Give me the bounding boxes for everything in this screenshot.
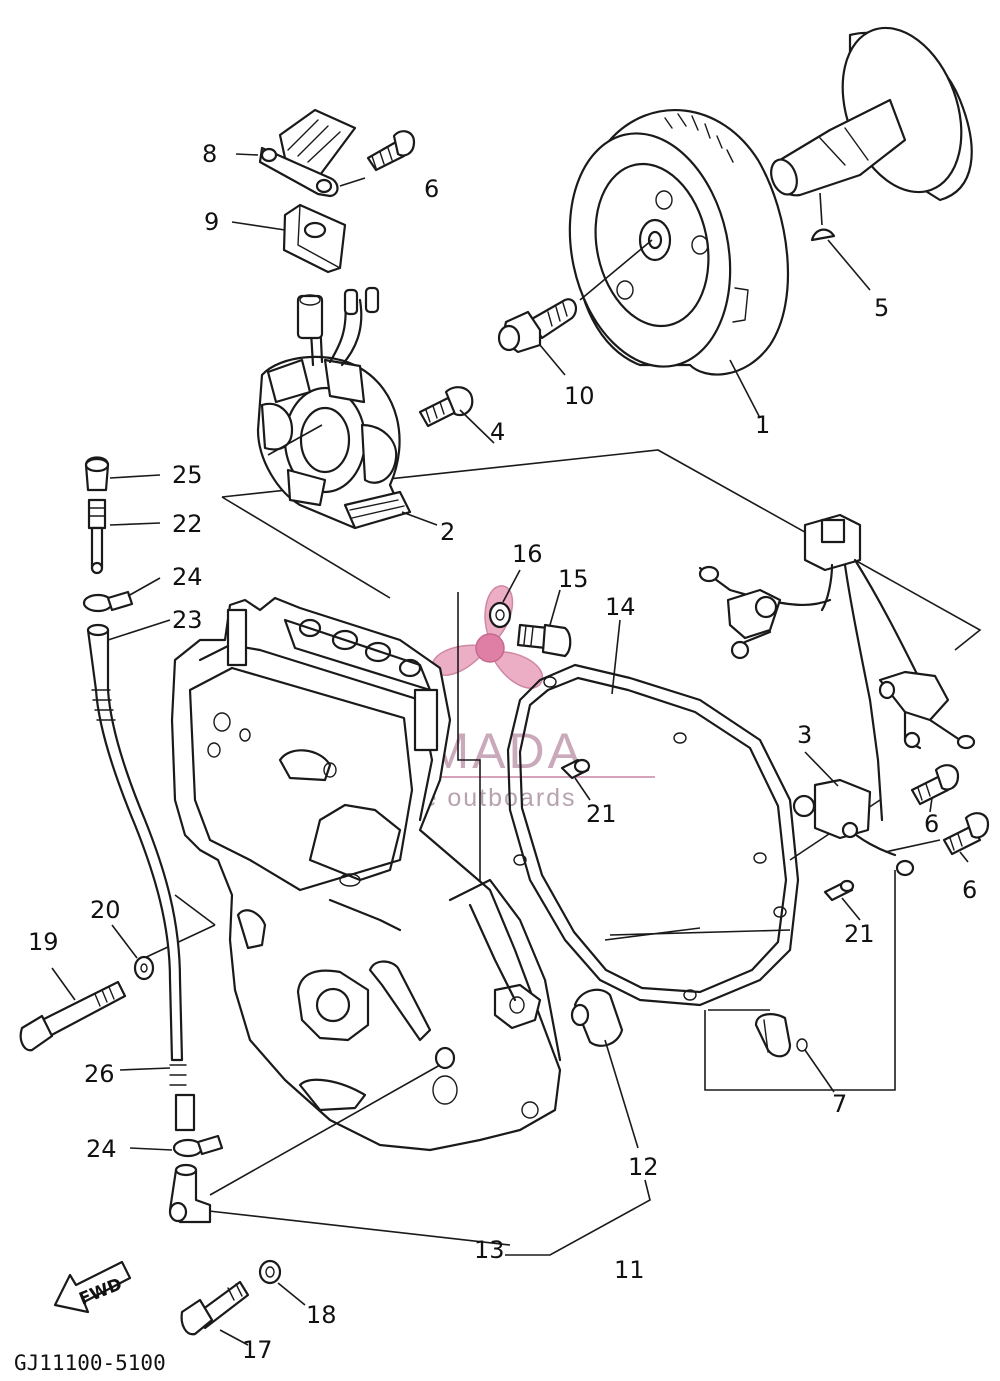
pulser-bolts [884,764,990,863]
label-part-23: 23 [172,606,203,634]
label-part-14: 14 [605,593,636,621]
crankcase-cover-housing [170,596,562,1152]
label-part-21-right: 21 [844,920,875,948]
wire-clip [754,1013,835,1093]
stator-coil-assembly [256,286,438,530]
label-part-4: 4 [490,418,505,446]
pulser-coil-wiring [698,513,976,877]
label-part-9: 9 [204,208,219,236]
label-part-17: 17 [242,1336,273,1364]
label-part-6-top: 6 [424,175,439,203]
flywheel-bolt [497,298,578,376]
washer-20 [111,924,155,981]
label-part-15: 15 [558,565,589,593]
label-part-10: 10 [564,382,595,410]
label-part-7: 7 [832,1090,847,1118]
bolt-17 [180,1280,250,1346]
bushing [570,988,639,1149]
crankshaft-taper [770,26,973,291]
label-part-26: 26 [84,1060,115,1088]
cable-clamp-assembly [235,108,416,198]
cover-bolt-15 [516,589,572,658]
label-part-13: 13 [474,1236,505,1264]
forward-direction-arrow-icon: FWD [53,1260,132,1314]
label-part-20: 20 [90,896,121,924]
washer-16 [488,569,521,629]
bolt-19 [19,967,127,1052]
label-part-1: 1 [755,411,770,439]
label-part-22: 22 [172,510,203,538]
label-part-16: 16 [512,540,543,568]
label-part-12: 12 [628,1153,659,1181]
label-part-11: 11 [614,1256,645,1284]
rubber-boot [231,203,347,274]
cover-gasket [506,619,800,1007]
label-part-3: 3 [797,721,812,749]
dowel-pins [560,758,861,921]
label-part-19: 19 [28,928,59,956]
part-number-labels: 1 2 3 4 5 6 6 6 7 8 9 10 11 12 13 14 15 … [28,140,977,1364]
label-part-6-lower: 6 [962,876,977,904]
flywheel-rotor [568,109,790,419]
label-part-25: 25 [172,461,203,489]
label-part-18: 18 [306,1301,337,1329]
label-part-2: 2 [440,518,455,546]
stator-bolt [418,386,495,444]
hose-fittings [82,456,441,1224]
washer-18 [258,1259,306,1306]
label-part-24-lower: 24 [86,1135,117,1163]
label-part-21-left: 21 [586,800,617,828]
label-part-6-middle: 6 [924,810,939,838]
drawing-code: GJ11100-5100 [14,1351,166,1375]
label-part-24-upper: 24 [172,563,203,591]
label-part-8: 8 [202,140,217,168]
label-part-5: 5 [874,294,889,322]
